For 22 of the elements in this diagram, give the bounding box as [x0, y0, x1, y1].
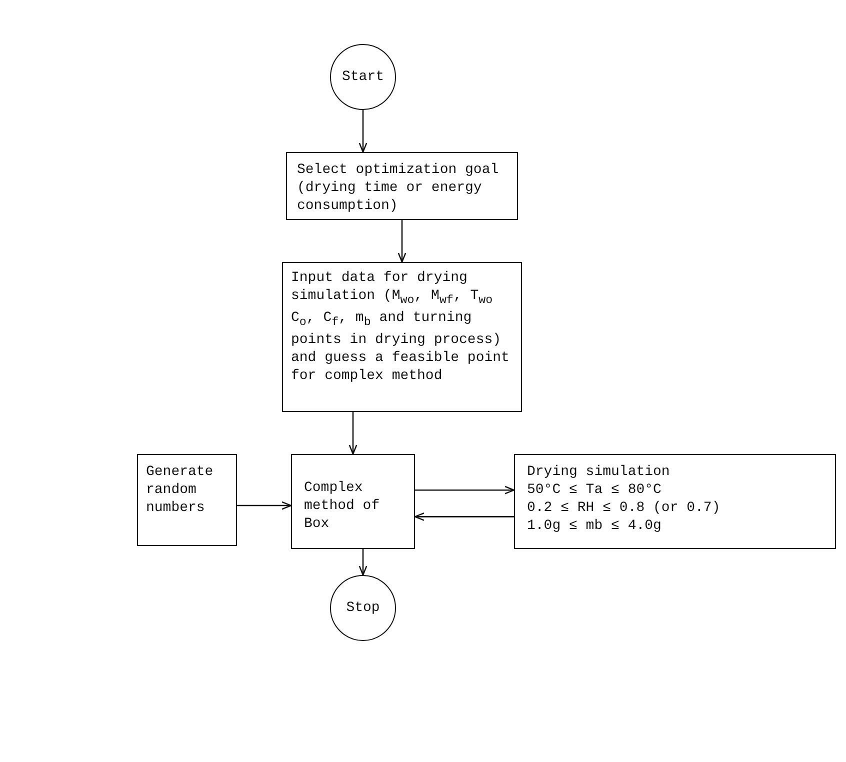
node-text: Select optimization goal (drying time or energy consumption)	[297, 161, 500, 215]
process-box	[282, 262, 522, 412]
process-box	[286, 152, 518, 220]
node-text: 0.2 ≤ RH ≤ 0.8 (or 0.7)	[527, 499, 722, 517]
arrow	[414, 512, 514, 521]
arrow	[358, 110, 368, 153]
node-text: Stop	[346, 599, 380, 617]
process-box	[291, 454, 415, 549]
node-text: Drying simulation	[527, 463, 671, 481]
process-box	[514, 454, 836, 549]
arrow	[398, 220, 406, 263]
arrow	[415, 486, 515, 494]
node-text: Generate random numbers	[146, 463, 214, 517]
arrow	[358, 549, 368, 576]
arrow	[237, 501, 292, 510]
process-box	[137, 454, 237, 546]
node-text: Input data for drying simulation (M$_{wo}$, M$_{wf}$, T$_{wo}$ C$_{o}$, C$_{f}$, m$_{b}$ and turning points in drying process) and guess a feasible point for complex method	[291, 269, 510, 385]
node-text: 1.0g ≤ mb ≤ 4.0g	[527, 517, 662, 535]
node-text: Complex method of Box	[304, 479, 381, 533]
arrow	[348, 412, 358, 455]
node-text: 50°C ≤ Ta ≤ 80°C	[527, 481, 662, 499]
node-text: Start	[342, 68, 384, 86]
